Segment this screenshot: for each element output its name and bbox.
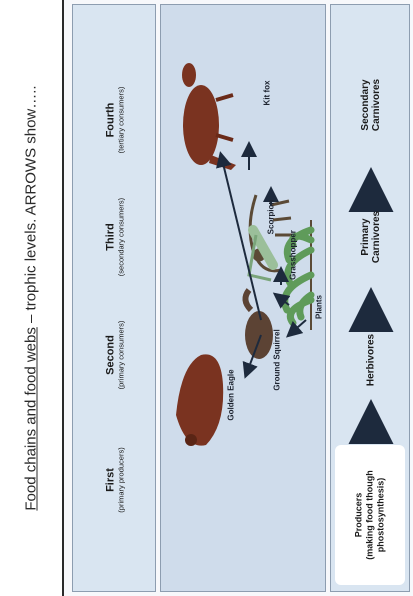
label-ground-squirrel: Ground Squirrel bbox=[273, 329, 282, 390]
key-panel: Secondary Carnivores Primary Carnivores … bbox=[330, 4, 410, 592]
level-fourth: Fourth (tertiary consumers) bbox=[105, 87, 126, 154]
level-second: Second (primary consumers) bbox=[105, 321, 126, 390]
kit-fox-image bbox=[182, 63, 236, 170]
key-herbivores: Herbivores bbox=[366, 334, 377, 386]
level-first: First (primary producers) bbox=[105, 447, 126, 512]
food-web-panel: Kit fox Golden Eagle Scorpion Ground Squ… bbox=[160, 4, 326, 592]
ground-squirrel-image bbox=[245, 290, 273, 359]
label-plants: Plants bbox=[315, 295, 324, 319]
title-underlined: Food chains and food webs bbox=[23, 327, 40, 510]
key-secondary-carnivores: Secondary Carnivores bbox=[360, 79, 382, 131]
food-web-drawing bbox=[161, 5, 327, 593]
key-producers: Producers (making food though phostosynt… bbox=[354, 470, 387, 559]
label-grasshopper: Grasshopper bbox=[289, 230, 298, 280]
level-third: Third (secondary consumers) bbox=[105, 198, 126, 276]
label-golden-eagle: Golden Eagle bbox=[227, 369, 236, 420]
producers-box: Producers (making food though phostosynt… bbox=[335, 445, 405, 585]
key-primary-carnivores: Primary Carnivores bbox=[360, 211, 382, 263]
title-strip: Food chains and food webs – trophic leve… bbox=[0, 0, 64, 596]
slide-title: Food chains and food webs – trophic leve… bbox=[23, 85, 40, 510]
trophic-levels-panel: Fourth (tertiary consumers) Third (secon… bbox=[72, 4, 156, 592]
title-rest: – trophic levels. ARROWS show….. bbox=[23, 85, 40, 327]
golden-eagle-image bbox=[176, 354, 223, 446]
label-scorpion: Scorpion bbox=[267, 200, 276, 235]
label-kit-fox: Kit fox bbox=[263, 81, 272, 106]
